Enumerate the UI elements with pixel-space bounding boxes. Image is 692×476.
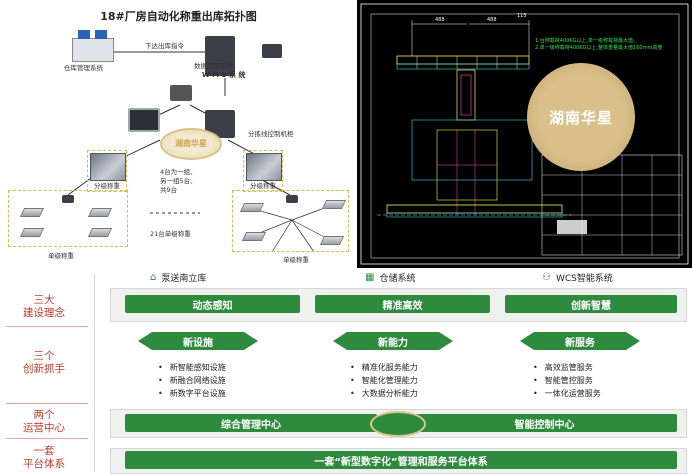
cad-drawing: 488 488 115 1.台称载荷400KG以上,单一级称载荷最大值。 2.单…	[357, 0, 692, 268]
grid-icon: ▦	[365, 272, 375, 283]
pillar-facilities-list: 新智能感知设施 新融合网络设施 新数字平台设施	[158, 361, 226, 400]
row-divider	[6, 326, 88, 327]
cad-company-seal: 湖南华星	[527, 63, 635, 171]
topology-diagram: 18#厂房自动化称重出库拓扑图 仓库管理系统 下达出库指令 数据库服务器 W M…	[0, 0, 357, 268]
scale-icon	[319, 236, 345, 245]
header-wcs: ⚇ WCS智能系统	[542, 271, 613, 284]
center-intelligent-control: 智能控制中心	[412, 414, 677, 432]
group-scale-label-left: 分级称重	[94, 182, 120, 190]
scale-icon	[87, 228, 113, 237]
cad-seal-text: 湖南华星	[548, 108, 613, 127]
concept-dynamic-perception: 动态感知	[125, 295, 300, 313]
row-label-platform: 一套 平台体系	[23, 445, 65, 470]
list-item: 新智能感知设施	[158, 361, 226, 374]
outbound-command-label: 下达出库指令	[145, 42, 184, 50]
scale-icon	[19, 228, 45, 237]
list-item: 大数据分析能力	[350, 387, 418, 400]
scale-icon	[19, 208, 45, 217]
pillar-services-list: 高效监管服务 智能管控服务 一体化运营服务	[533, 361, 601, 400]
cad-note-line: 2.单一级称载荷400KG以上,整体重量最大值160mm高度	[535, 45, 663, 51]
row-label-centers: 两个 运营中心	[23, 409, 65, 434]
dim-label: 488	[487, 17, 497, 23]
server-icon	[205, 36, 235, 76]
platform-system: 一套“新型数字化”管理和服务平台体系	[125, 451, 677, 469]
pillar-capabilities: 新能力	[333, 332, 453, 350]
list-item: 智能管控服务	[533, 374, 601, 387]
cabinet-label: 分拣线控制机柜	[248, 130, 294, 138]
single-count-label: 21台单级称重	[150, 230, 191, 238]
topology-title: 18#厂房自动化称重出库拓扑图	[100, 10, 257, 23]
row-label-concepts: 三大 建设理念	[23, 294, 65, 319]
router-icon	[262, 44, 282, 58]
indicator-icon	[62, 195, 74, 203]
list-item: 新数字平台设施	[158, 387, 226, 400]
list-item: 高效监管服务	[533, 361, 601, 374]
people-icon: ⚇	[542, 272, 551, 283]
monitor-icon	[78, 30, 90, 39]
center-emblem	[370, 411, 426, 437]
list-item: 一体化运营服务	[533, 387, 601, 400]
header-label: WCS智能系统	[555, 274, 613, 284]
single-scale-label-left: 单级称重	[48, 252, 74, 260]
workstation-desk	[72, 38, 114, 62]
cad-note-line: 1.台称载荷400KG以上,单一级称载荷最大值。	[535, 38, 639, 44]
scale-icon	[321, 200, 347, 209]
list-item: 新融合网络设施	[158, 374, 226, 387]
row-divider	[6, 438, 88, 439]
wms-label: W M S 系 统	[202, 71, 246, 79]
dim-label: 488	[435, 17, 445, 23]
column-divider	[94, 274, 95, 472]
header-storage: ▦ 仓储系统	[365, 271, 415, 284]
concept-precise-efficient: 精准高效	[315, 295, 490, 313]
concept-innovative-smart: 创新智慧	[505, 295, 677, 313]
db-server-label: 数据库服务器	[194, 62, 233, 70]
row-label-levers: 三个 创新抓手	[23, 350, 65, 375]
pillar-capabilities-list: 精准化服务能力 智能化管理能力 大数据分析能力	[350, 361, 418, 400]
single-scale-box-right	[232, 190, 349, 252]
terminal-icon	[170, 85, 192, 101]
cad-notes: 1.台称载荷400KG以上,单一级称载荷最大值。 2.单一级称载荷400KG以上…	[535, 38, 685, 52]
indicator-icon	[286, 195, 298, 203]
warehouse-icon: ⌂	[150, 272, 157, 283]
list-item: 精准化服务能力	[350, 361, 418, 374]
dim-label: 115	[517, 13, 527, 19]
grouping-note: 4台为一组、另一组5台、共9台	[160, 168, 197, 194]
scale-platform-icon	[90, 153, 126, 181]
scale-platform-icon	[246, 153, 282, 181]
scale-icon	[241, 232, 267, 241]
header-label: 仓储系统	[379, 274, 416, 284]
group-scale-label-right: 分级称重	[250, 182, 276, 190]
pillar-services: 新服务	[520, 332, 640, 350]
cad-linework: 488 488 115	[360, 3, 689, 265]
center-integrated-management: 综合管理中心	[125, 414, 377, 432]
warehouse-system-label: 仓库管理系统	[64, 64, 103, 72]
header-label: 泵送南立库	[161, 274, 207, 284]
pillar-facilities: 新设施	[138, 332, 258, 350]
header-warehouse: ⌂ 泵送南立库	[150, 271, 206, 284]
scale-icon	[239, 203, 265, 212]
monitor-icon	[95, 30, 107, 39]
group-scale-box-right	[243, 150, 283, 192]
group-scale-box-left	[87, 150, 127, 192]
single-scale-box-left	[8, 190, 128, 247]
single-scale-label-right: 单级称重	[283, 256, 309, 264]
list-item: 智能化管理能力	[350, 374, 418, 387]
company-seal: 湖南华星	[160, 128, 222, 160]
touchscreen-icon	[128, 108, 160, 132]
architecture-diagram: ⌂ 泵送南立库 ▦ 仓储系统 ⚇ WCS智能系统 三大 建设理念 三个 创新抓手…	[0, 268, 692, 476]
row-divider	[6, 403, 88, 404]
scale-icon	[87, 208, 113, 217]
